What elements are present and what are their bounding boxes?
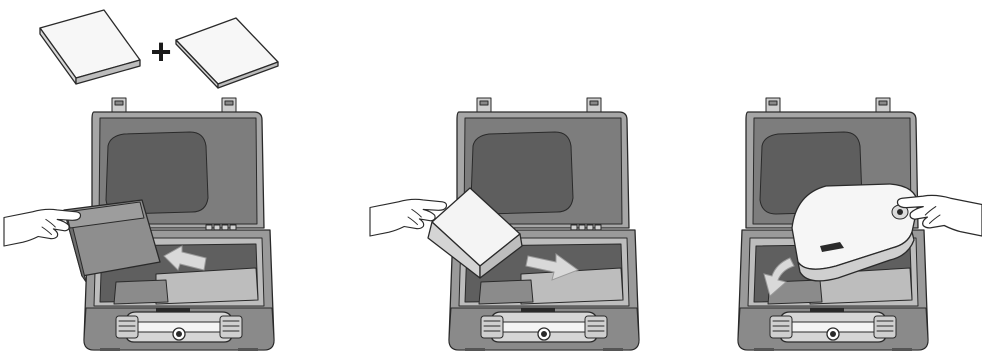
step-2 [370,98,639,351]
panel-pair: + [40,10,278,88]
plus-icon: + [150,31,171,72]
white-panel-icon [176,18,278,88]
white-panel-icon [40,10,140,84]
step-3 [738,98,982,351]
step-1 [4,98,274,351]
hand-icon [4,209,80,246]
